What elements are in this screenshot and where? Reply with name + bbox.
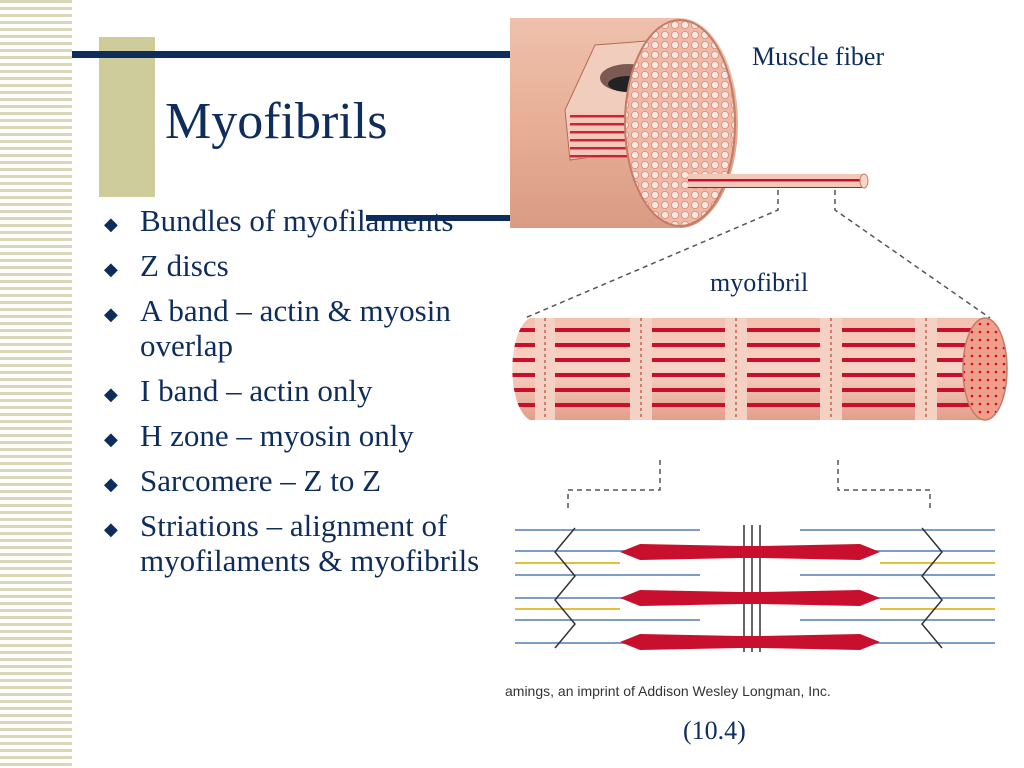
sarcomere-zoom-lines [567,460,931,510]
diamond-bullet-icon: ◆ [104,474,118,494]
bullet-item: ◆Striations – alignment of myofilaments … [104,508,480,578]
myofibril-drawing [512,317,1008,421]
bullet-item: ◆Bundles of myofilaments [104,203,504,238]
bullet-item: ◆Z discs [104,248,504,283]
diamond-bullet-icon: ◆ [104,429,118,449]
diamond-bullet-icon: ◆ [104,384,118,404]
myofibril-label: myofibril [710,268,809,297]
bullet-item: ◆I band – actin only [104,373,504,408]
top-rule [72,51,512,58]
bullet-item: ◆A band – actin & myosin overlap [104,293,451,363]
sarcomere-drawing [515,525,995,652]
slide-title: Myofibrils [165,93,388,150]
title-accent-block [99,37,155,197]
figure-credit: amings, an imprint of Addison Wesley Lon… [505,683,831,699]
bullet-item: ◆Sarcomere – Z to Z [104,463,504,498]
muscle-fiber-drawing [510,18,869,228]
muscle-fiber-label: Muscle fiber [752,42,885,71]
bullet-item: ◆H zone – myosin only [104,418,504,453]
bullet-list: ◆Bundles of myofilaments ◆Z discs ◆A ban… [104,203,504,588]
middle-rule [366,215,512,221]
diamond-bullet-icon: ◆ [104,519,118,539]
diamond-bullet-icon: ◆ [104,214,118,234]
diamond-bullet-icon: ◆ [104,304,118,324]
decorative-stripes [0,0,72,768]
diamond-bullet-icon: ◆ [104,259,118,279]
figure-number: (10.4) [683,716,746,745]
zoom-lines [524,190,991,319]
